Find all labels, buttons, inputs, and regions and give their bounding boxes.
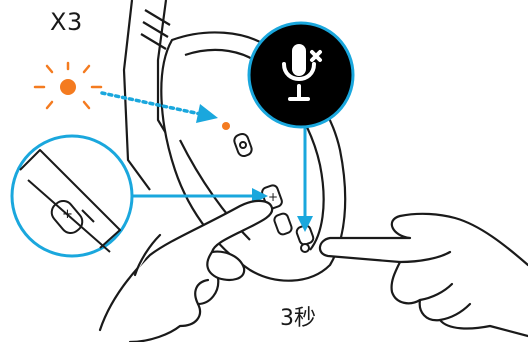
mic-mute-dot: [300, 243, 310, 253]
power-icon: [239, 141, 247, 149]
mic-arrow: [297, 126, 313, 232]
zoom-circle: +: [10, 134, 134, 258]
left-hand: [98, 199, 274, 342]
hold-duration-label: 3秒: [280, 306, 316, 331]
led-dot: [60, 79, 76, 95]
headset-led: [222, 122, 230, 130]
repeat-count-label: X3: [50, 8, 83, 36]
right-hand: [318, 212, 528, 338]
plus-icon: +: [268, 190, 278, 204]
mic-mute-button: [295, 224, 315, 246]
led-blink-icon: [33, 61, 103, 110]
zoom-plus-icon: +: [62, 207, 73, 222]
led-arrow: [100, 91, 230, 130]
microphone-muted-icon: [247, 21, 355, 129]
power-button: [233, 132, 253, 158]
volume-down-button: [273, 212, 293, 236]
